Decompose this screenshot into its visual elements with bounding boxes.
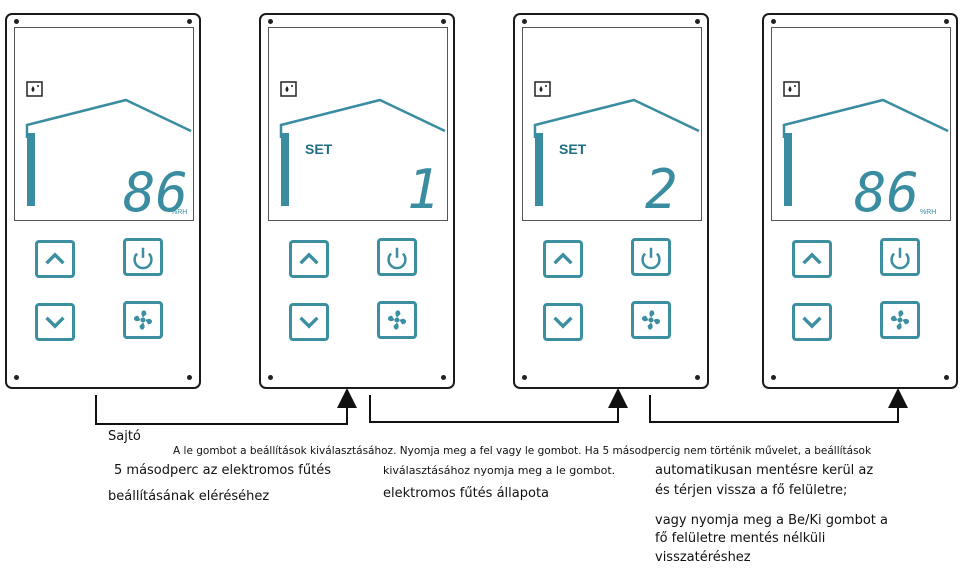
caption-step2-line2: elektromos fűtés állapota [383, 486, 550, 501]
fan-button[interactable] [880, 301, 920, 339]
level-bar [27, 133, 35, 206]
fan-icon [133, 310, 153, 330]
down-button[interactable] [35, 303, 75, 341]
caption-step3-line1: automatikusan mentésre kerül az [655, 463, 874, 478]
screw-dot [944, 19, 949, 24]
caption-step3-line4: fő felületre mentés nélküli [655, 531, 826, 546]
screw-dot [268, 375, 273, 380]
fan-button[interactable] [123, 301, 163, 339]
screw-dot [695, 375, 700, 380]
flow-arrow-1 [95, 388, 357, 425]
fan-button[interactable] [377, 301, 417, 339]
set-label: SET [305, 141, 333, 157]
house-outline [25, 98, 192, 138]
caption-step3-line2: és térjen vissza a fő felületre; [655, 483, 848, 498]
caption-top-line: A le gombot a beállítások kiválasztásáho… [173, 445, 872, 457]
up-button[interactable] [35, 240, 75, 278]
control-panel-2: SET 1 [259, 13, 455, 389]
fan-icon [387, 310, 407, 330]
lcd-digits: 86 [854, 161, 919, 220]
power-icon [890, 247, 910, 270]
fan-button[interactable] [631, 301, 671, 339]
caption-step3-line3: vagy nyomja meg a Be/Ki gombot a [655, 513, 888, 528]
up-arrow-icon [553, 252, 573, 265]
caption-step3-line5: visszatéréshez [655, 550, 751, 565]
down-arrow-icon [45, 316, 65, 329]
set-label: SET [559, 141, 587, 157]
caption-step1-line3: beállításának eléréséhez [108, 489, 270, 504]
power-icon [133, 247, 153, 270]
caption-step1-line1: Sajtó [108, 429, 141, 444]
down-button[interactable] [543, 303, 583, 341]
power-icon [387, 247, 407, 270]
power-button[interactable] [631, 238, 671, 276]
control-panel-4: 86 %RH [762, 13, 958, 389]
up-arrow-icon [45, 252, 65, 265]
droplet-icon [783, 81, 800, 97]
screw-dot [441, 19, 446, 24]
screw-dot [268, 19, 273, 24]
screw-dot [14, 375, 19, 380]
fan-icon [641, 310, 661, 330]
screw-dot [187, 19, 192, 24]
control-panel-3: SET 2 [513, 13, 709, 389]
up-button[interactable] [289, 240, 329, 278]
droplet-icon [280, 81, 297, 97]
screw-dot [14, 19, 19, 24]
power-button[interactable] [880, 238, 920, 276]
down-arrow-icon [299, 316, 319, 329]
down-button[interactable] [792, 303, 832, 341]
down-button[interactable] [289, 303, 329, 341]
power-button[interactable] [123, 238, 163, 276]
lcd-screen: SET 1 [268, 27, 448, 221]
control-panel-1: 86 %RH [5, 13, 201, 389]
screw-dot [522, 375, 527, 380]
droplet-icon [534, 81, 551, 97]
lcd-screen: 86 %RH [14, 27, 194, 221]
caption-step1-line2: 5 másodperc az elektromos fűtés [114, 463, 331, 478]
level-bar [281, 133, 289, 206]
down-arrow-icon [802, 316, 822, 329]
lcd-digits: 2 [645, 158, 678, 220]
caption-step2-line1: kiválasztásához nyomja meg a le gombot. [383, 464, 616, 477]
house-outline [782, 98, 949, 138]
house-outline [279, 98, 446, 138]
screw-dot [771, 375, 776, 380]
lcd-digits: 1 [407, 158, 440, 220]
power-button[interactable] [377, 238, 417, 276]
lcd-screen: 86 %RH [771, 27, 951, 221]
screw-dot [695, 19, 700, 24]
up-arrow-icon [802, 252, 822, 265]
unit-label: %RH [920, 209, 936, 216]
level-bar [535, 133, 543, 206]
up-button[interactable] [792, 240, 832, 278]
screw-dot [522, 19, 527, 24]
flow-arrow-3 [649, 388, 908, 423]
screw-dot [441, 375, 446, 380]
lcd-digits: 86 [123, 161, 188, 220]
fan-icon [890, 310, 910, 330]
down-arrow-icon [553, 316, 573, 329]
screw-dot [771, 19, 776, 24]
up-arrow-icon [299, 252, 319, 265]
flow-arrow-2 [369, 388, 628, 423]
power-icon [641, 247, 661, 270]
house-outline [533, 98, 700, 138]
up-button[interactable] [543, 240, 583, 278]
lcd-screen: SET 2 [522, 27, 702, 221]
droplet-icon [26, 81, 43, 97]
screw-dot [944, 375, 949, 380]
level-bar [784, 133, 792, 206]
screw-dot [187, 375, 192, 380]
unit-label: %RH [171, 209, 187, 216]
